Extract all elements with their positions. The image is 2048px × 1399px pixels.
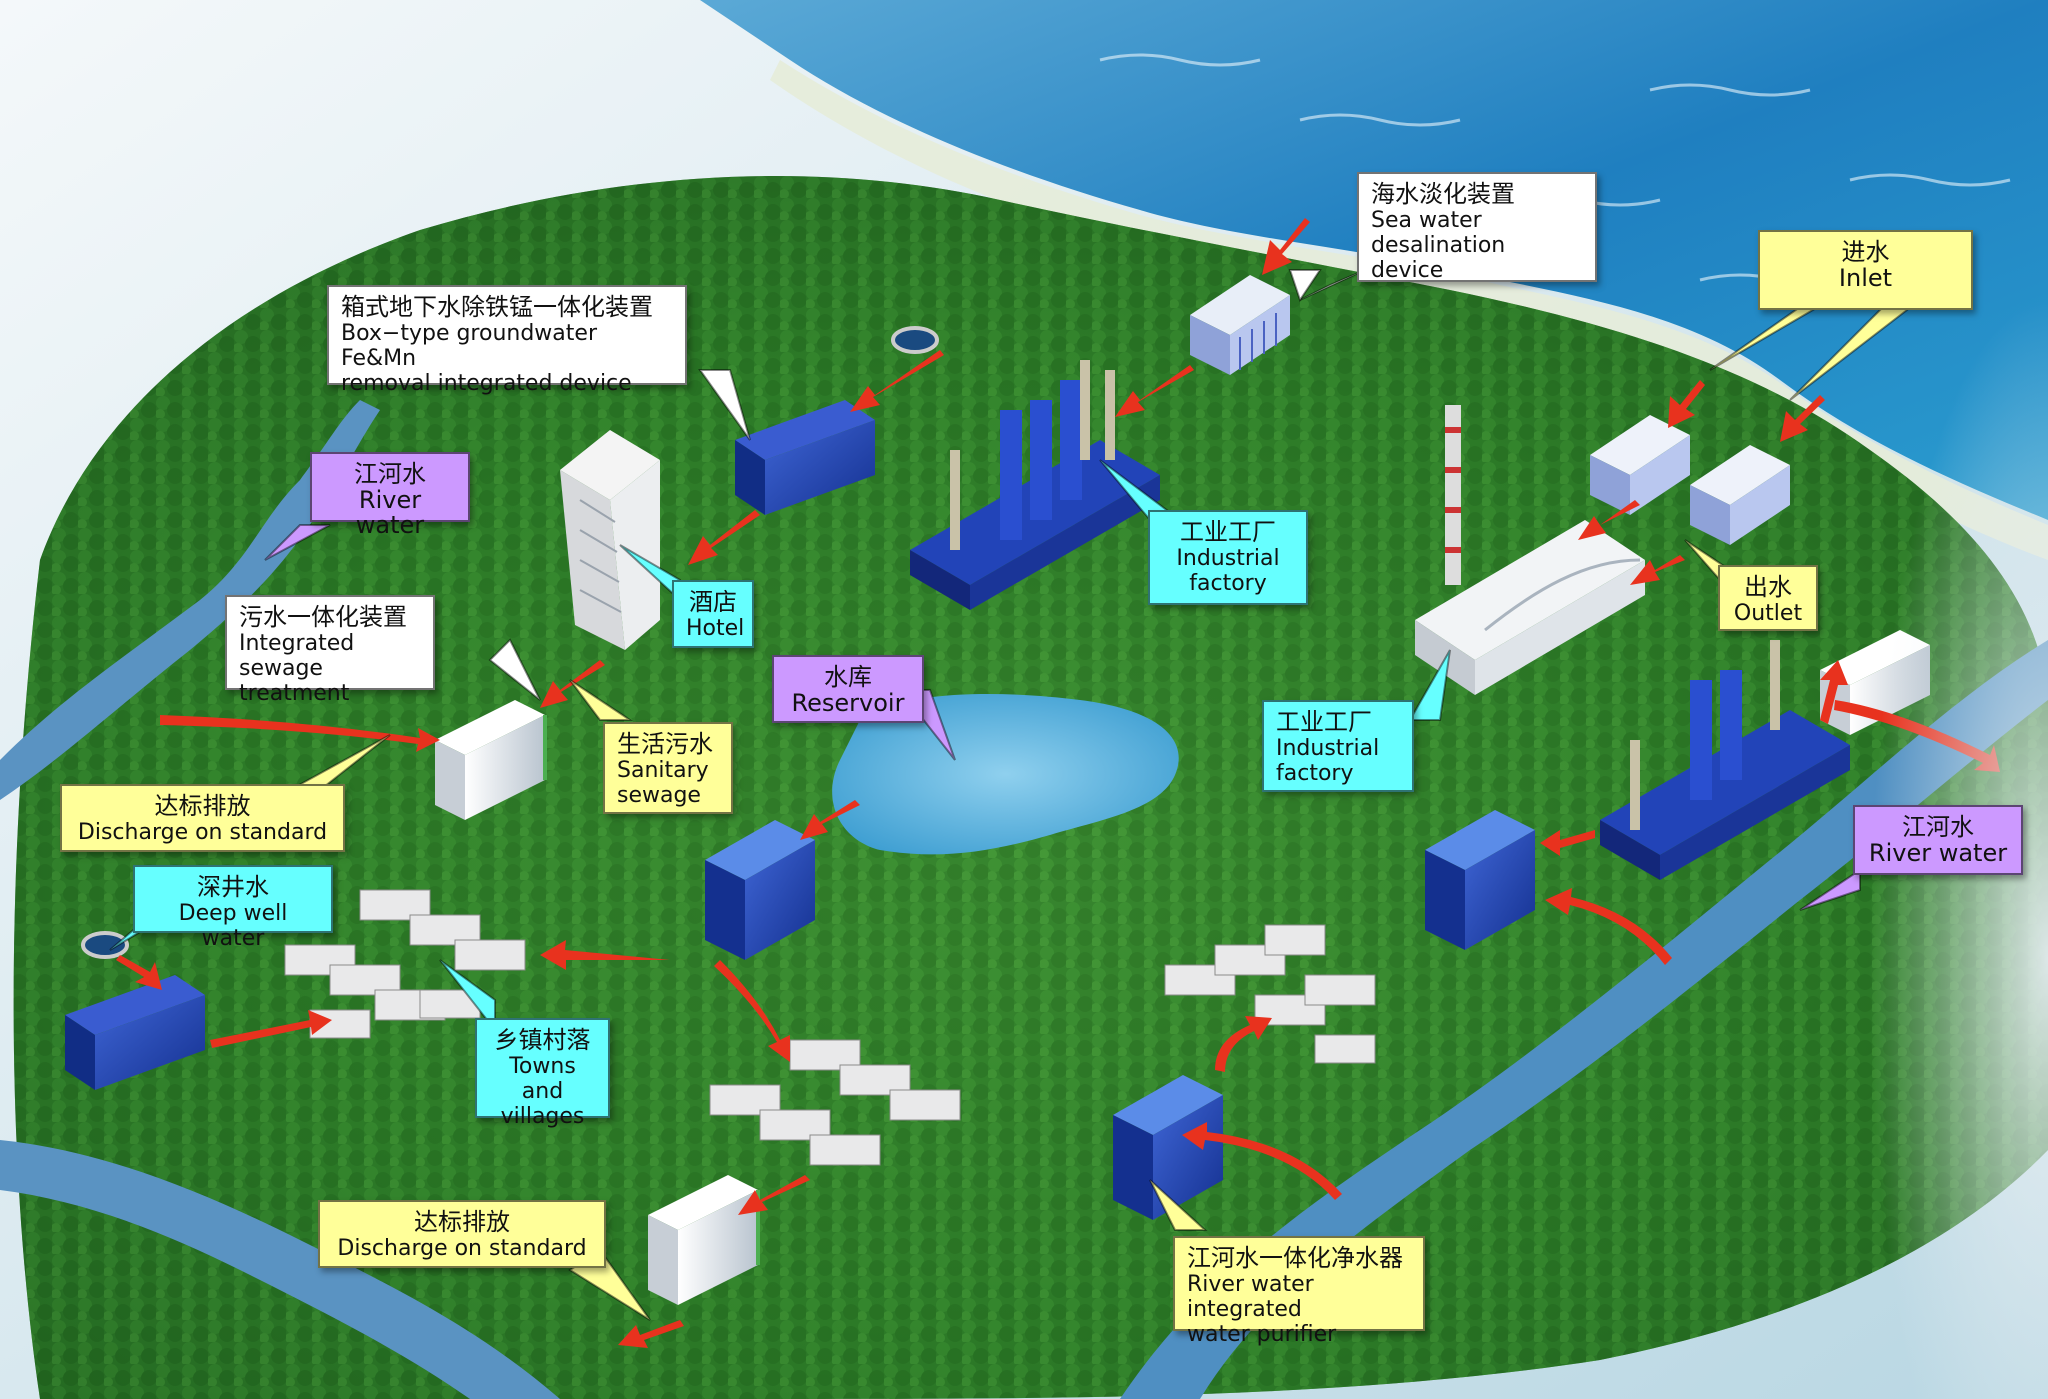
callout-inlet: 进水 Inlet xyxy=(1758,230,1973,310)
river-right-en: River water xyxy=(1868,839,2008,867)
towns-en2: villages xyxy=(500,1104,585,1129)
callout-discharge-bottom: 达标排放 Discharge on standard xyxy=(318,1200,606,1268)
container-box-fe-mn xyxy=(735,400,875,515)
village-left xyxy=(284,889,526,1039)
industrial-right-en1: Industrial xyxy=(1276,736,1380,761)
sewage-unit-lower xyxy=(648,1175,760,1305)
callout-deep-well: 深井水 Deep well water xyxy=(133,865,333,951)
discharge-bottom-en: Discharge on standard xyxy=(337,1236,587,1261)
purifier-right xyxy=(1425,810,1535,950)
industrial-right-zh: 工业工厂 xyxy=(1276,708,1372,736)
hotel-zh: 酒店 xyxy=(689,588,737,616)
inlet-en: Inlet xyxy=(1838,264,1893,292)
callout-outlet: 出水 Outlet xyxy=(1718,565,1818,631)
industrial-top-zh: 工业工厂 xyxy=(1180,518,1276,546)
discharge-top-en: Discharge on standard xyxy=(77,820,328,845)
well-left xyxy=(81,931,129,959)
deepwell-en: Deep well water xyxy=(178,901,288,951)
sanitary-en1: Sanitary xyxy=(617,758,709,783)
boxtype-en1: Box−type groundwater Fe&Mn xyxy=(341,321,597,371)
inlet-zh: 进水 xyxy=(1841,238,1890,266)
boxtype-zh: 箱式地下水除铁锰一体化装置 xyxy=(341,293,653,321)
discharge-bottom-zh: 达标排放 xyxy=(414,1208,510,1236)
callout-sanitary-sewage: 生活污水 Sanitary sewage xyxy=(603,722,733,814)
industrial-top-en2: factory xyxy=(1189,571,1267,596)
seawater-zh: 海水淡化装置 xyxy=(1371,180,1515,208)
seawater-en1: Sea water xyxy=(1371,208,1482,233)
sewage-en1: Integrated sewage xyxy=(239,631,355,681)
village-center xyxy=(709,1039,961,1166)
purifier-en1: River water integrated xyxy=(1187,1272,1314,1322)
callout-discharge-top: 达标排放 Discharge on standard xyxy=(60,784,345,852)
reservoir-zh: 水库 xyxy=(824,663,872,691)
callout-river-water-right: 江河水 River water xyxy=(1853,805,2023,875)
river-left-en: River water xyxy=(355,486,425,539)
factory-building-white xyxy=(1415,520,1645,695)
outlet-en: Outlet xyxy=(1733,601,1803,626)
seawater-en2: desalination device xyxy=(1371,233,1506,283)
sanitary-en2: sewage xyxy=(617,783,701,808)
callout-integrated-sewage: 污水一体化装置 Integrated sewage treatment xyxy=(225,595,435,706)
purifier-center xyxy=(705,820,815,960)
boxtype-en2: removal integrated device xyxy=(341,371,632,396)
river-left-zh: 江河水 xyxy=(354,460,426,488)
sea xyxy=(700,0,2048,520)
callout-box-type-fe-mn: 箱式地下水除铁锰一体化装置 Box−type groundwater Fe&Mn… xyxy=(327,285,687,396)
callout-river-water-left: 江河水 River water xyxy=(310,452,470,538)
outlet-zh: 出水 xyxy=(1744,573,1792,601)
callout-industrial-factory-top: 工业工厂 Industrial factory xyxy=(1148,510,1308,605)
river-bottom xyxy=(0,1140,560,1399)
deepwell-zh: 深井水 xyxy=(197,873,269,901)
sanitary-zh: 生活污水 xyxy=(617,730,713,758)
container-box-deepwell xyxy=(65,975,205,1090)
industrial-plant-top xyxy=(910,360,1160,610)
river-right-zh: 江河水 xyxy=(1902,813,1974,841)
industrial-top-en1: Industrial xyxy=(1176,546,1280,571)
callout-reservoir: 水库 Reservoir xyxy=(772,655,924,723)
towns-zh: 乡镇村落 xyxy=(494,1026,591,1054)
callout-industrial-factory-right: 工业工厂 Industrial factory xyxy=(1262,700,1414,792)
discharge-top-zh: 达标排放 xyxy=(154,792,251,820)
sewage-en2: treatment xyxy=(239,681,350,706)
sewage-unit-upper xyxy=(435,700,547,820)
purifier-zh: 江河水一体化净水器 xyxy=(1187,1244,1403,1272)
callout-river-water-purifier: 江河水一体化净水器 River water integrated water p… xyxy=(1173,1236,1425,1347)
callout-hotel: 酒店 Hotel xyxy=(672,580,754,648)
chimney xyxy=(1445,405,1461,585)
sewage-zh: 污水一体化装置 xyxy=(239,603,407,631)
callout-towns-villages: 乡镇村落 Towns and villages xyxy=(475,1018,610,1129)
purifier-en2: water purifier xyxy=(1187,1322,1337,1347)
river-left xyxy=(0,400,380,800)
callout-seawater-desalination: 海水淡化装置 Sea water desalination device xyxy=(1357,172,1597,283)
reservoir-en: Reservoir xyxy=(791,689,905,717)
industrial-right-en2: factory xyxy=(1276,761,1354,786)
hotel-en: Hotel xyxy=(686,616,745,641)
towns-en1: Towns and xyxy=(509,1054,576,1104)
well-top xyxy=(891,326,939,354)
desalination-unit-right-a xyxy=(1590,415,1690,515)
desalination-unit-top xyxy=(1190,275,1290,375)
reservoir-lake xyxy=(832,694,1179,855)
